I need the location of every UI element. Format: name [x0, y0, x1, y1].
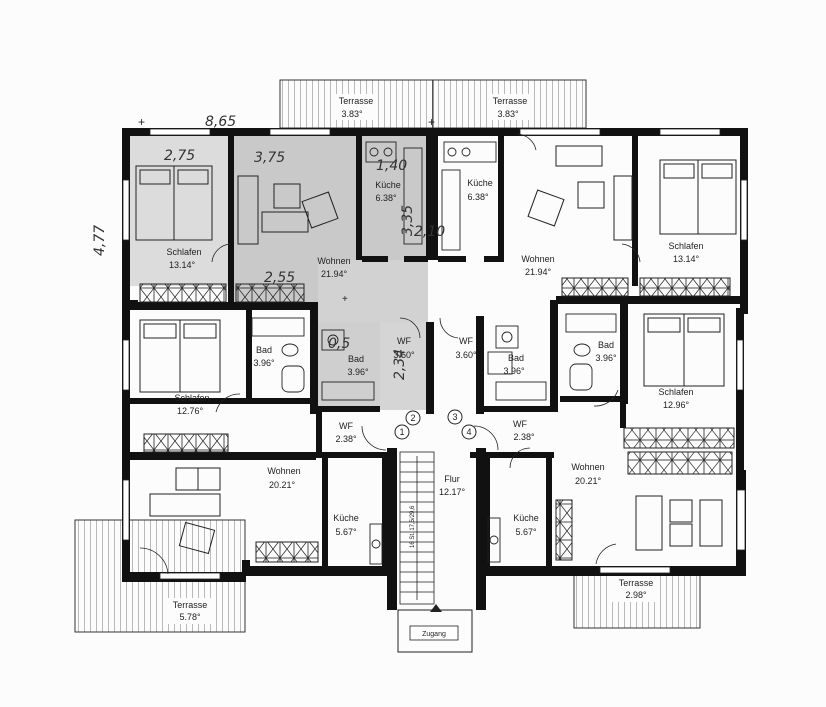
room-name-bad-r2: Bad	[598, 340, 614, 350]
hand-dim-side: 4,77	[92, 225, 108, 256]
terrace-labels: Terrasse 3.83° Terrasse 3.83° Terrasse 5…	[168, 94, 660, 624]
room-area-wohnen-br: 20.21°	[575, 476, 602, 486]
room-area-wf-l: 3.60°	[393, 350, 415, 360]
room-area-bad-r1: 3.96°	[503, 366, 525, 376]
terrace-name-bl: Terrasse	[173, 600, 208, 610]
hand-misc1: 2,55	[264, 270, 295, 286]
room-name-schlafen-tl: Schlafen	[166, 247, 201, 257]
room-area-kueche-tl: 6.38°	[375, 193, 397, 203]
room-name-wf-br: WF	[513, 419, 527, 429]
room-area-wf-br: 2.38°	[513, 432, 535, 442]
living-furniture	[149, 145, 723, 555]
terrace-area-tr: 3.83°	[497, 109, 519, 119]
room-area-bad-r2: 3.96°	[595, 353, 617, 363]
room-name-wf-r: WF	[459, 336, 473, 346]
terrace-area-tl: 3.83°	[341, 109, 363, 119]
interior-walls	[130, 136, 740, 576]
windows	[122, 128, 748, 580]
room-name-bad-r1: Bad	[508, 353, 524, 363]
room-area-kueche-tr: 6.38°	[467, 192, 489, 202]
room-area-wf-r: 3.60°	[455, 350, 477, 360]
room-area-wohnen-bl: 20.21°	[269, 480, 296, 490]
hand-schlafen: 2,75	[164, 148, 195, 164]
room-name-kueche-bl: Küche	[333, 513, 359, 523]
room-area-kueche-bl: 5.67°	[335, 527, 357, 537]
room-name-wohnen-tr: Wohnen	[521, 254, 554, 264]
hand-mark-top-mid: +	[428, 115, 435, 129]
shaded-kueche	[362, 136, 428, 260]
room-name-flur: Flur	[444, 474, 460, 484]
apartment-number-1: 1	[399, 427, 404, 437]
staircase	[399, 451, 435, 605]
entrance	[397, 604, 473, 653]
room-name-kueche-tl: Küche	[375, 180, 401, 190]
hand-mark-corridor: +	[342, 294, 348, 305]
room-area-schlafen-tr: 13.14°	[673, 254, 700, 264]
hand-kueche: 3,35	[400, 205, 416, 236]
room-area-schlafen-ml: 12.76°	[177, 406, 204, 416]
room-area-wf-bl: 2.38°	[335, 434, 357, 444]
terrace-area-bl: 5.78°	[179, 612, 201, 622]
room-area-schlafen-tl: 13.14°	[169, 260, 196, 270]
apartment-number-labels: 1 2 3 4	[399, 412, 471, 437]
hand-dim-top: 8,65	[205, 114, 236, 130]
room-area-bad-l1: 3.96°	[253, 358, 275, 368]
room-name-wohnen-br: Wohnen	[571, 462, 604, 472]
hand-wohnen: 3,75	[254, 150, 285, 166]
terrace-name-tl: Terrasse	[339, 96, 374, 106]
room-area-wohnen-tr: 21.94°	[525, 267, 552, 277]
room-name-wohnen-bl: Wohnen	[267, 466, 300, 476]
room-name-schlafen-mr: Schlafen	[658, 387, 693, 397]
entrance-label: Zugang	[422, 631, 446, 638]
room-area-kueche-br: 5.67°	[515, 527, 537, 537]
beds	[135, 159, 737, 393]
hand-misc4: 1,40	[376, 158, 407, 174]
cabinets	[139, 277, 735, 563]
room-name-kueche-br: Küche	[513, 513, 539, 523]
room-area-flur: 12.17°	[439, 487, 466, 497]
room-name-schlafen-ml: Schlafen	[174, 393, 209, 403]
room-name-wf-l: WF	[397, 336, 411, 346]
terrace-name-br: Terrasse	[619, 578, 654, 588]
room-name-kueche-tr: Küche	[467, 178, 493, 188]
kitchen-fixtures	[365, 141, 501, 565]
terrace-area-br: 2.98°	[625, 590, 647, 600]
hand-mark-top-left: +	[138, 115, 145, 129]
bath-fixtures	[251, 313, 617, 401]
room-name-wf-bl: WF	[339, 421, 353, 431]
shaded-bad	[318, 322, 380, 410]
room-labels: Schlafen 13.14° Wohnen 21.94° Küche 6.38…	[166, 178, 703, 537]
hand-misc2: 2,10	[414, 224, 445, 240]
hand-bad: 0,5	[328, 336, 350, 352]
stair-label: 16 St. 17,5/29,6	[410, 505, 416, 548]
room-name-schlafen-tr: Schlafen	[668, 241, 703, 251]
apartment-number-4: 4	[466, 427, 471, 437]
shaded-schlafen	[130, 136, 230, 286]
room-area-wohnen-tl: 21.94°	[321, 269, 348, 279]
apartment-number-3: 3	[452, 412, 457, 422]
room-area-schlafen-mr: 12.96°	[663, 400, 690, 410]
hand-misc3: 2,34	[392, 349, 408, 380]
room-area-bad-l2: 3.96°	[347, 367, 369, 377]
apartment-markers	[394, 409, 477, 440]
room-name-bad-l2: Bad	[348, 354, 364, 364]
apartment-number-2: 2	[410, 413, 415, 423]
handwritten-notes: 8,65 4,77 2,75 3,75 3,35 0,5 2,55 2,10 2…	[92, 114, 445, 380]
room-name-wohnen-tl: Wohnen	[317, 256, 350, 266]
room-name-bad-l1: Bad	[256, 345, 272, 355]
shaded-corridor	[318, 260, 428, 322]
door-swings	[139, 133, 641, 575]
terrace-name-tr: Terrasse	[493, 96, 528, 106]
terrace-top	[279, 79, 587, 129]
shaded-wf	[380, 320, 426, 410]
